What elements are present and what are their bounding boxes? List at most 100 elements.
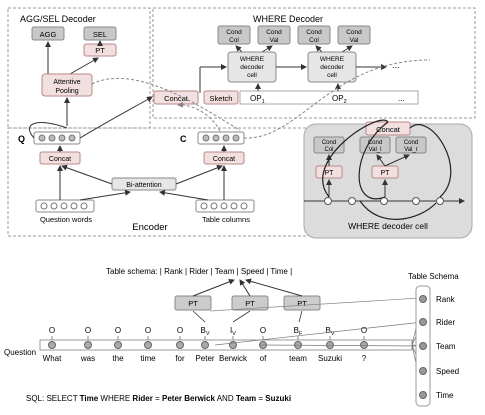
sql-suzuki: Suzuki <box>265 394 291 403</box>
cell-detail-cond-val-a-2: Val_l <box>369 147 382 153</box>
cond-val-1-line1: Cond <box>266 29 282 36</box>
op-dots: ... <box>398 94 405 103</box>
cell-1-line2: decoder <box>240 64 264 71</box>
decoder-concat-box: Concat <box>153 90 199 105</box>
attentive-pooling-line2: Pooling <box>55 88 78 95</box>
q-vector-nodes <box>38 134 76 142</box>
encoder-concat-left: Concat <box>39 151 81 165</box>
schema-column-node <box>419 391 427 399</box>
cond-val-box-1: Cond Val <box>257 25 291 45</box>
encoder-concat-left-label: Concat <box>49 156 71 163</box>
sketch-label: Sketch <box>210 94 233 103</box>
attentive-pooling-box: Attentive Pooling <box>41 73 93 97</box>
bio-tag: O <box>177 326 183 335</box>
sel-box: SEL <box>83 26 117 41</box>
table-column-nodes <box>200 202 248 210</box>
agg-label: AGG <box>40 30 57 39</box>
question-word: Peter <box>195 354 214 363</box>
sql-eq2: = <box>256 394 265 403</box>
cell-detail-cond-col-1: Cond <box>322 140 336 146</box>
question-word: team <box>289 354 307 363</box>
decoder-concat-label: Concat <box>164 94 189 103</box>
encoder-concat-right: Concat <box>203 151 245 165</box>
op2-label: OP2 <box>332 94 347 105</box>
bi-attention-label: Bi-attention <box>126 182 162 189</box>
sel-pt-label: PT <box>95 46 105 55</box>
sql-team: Team <box>236 394 256 403</box>
word-node <box>144 341 152 349</box>
example-pt-3-label: PT <box>297 299 307 308</box>
encoder-panel <box>7 127 309 237</box>
where-decoder-cell-2: WHERE decoder cell <box>307 51 357 83</box>
question-word: Berwick <box>219 354 248 363</box>
c-vector-nodes <box>202 134 240 142</box>
table-columns-label: Table columns <box>202 215 250 224</box>
op-sequence-box <box>239 90 419 105</box>
cell-detail-cond-col: Cond Col <box>313 136 345 154</box>
bio-tag: BV <box>200 326 209 337</box>
where-decoder-ellipsis: ... <box>392 60 400 70</box>
cond-col-box-2: Cond Col <box>297 25 331 45</box>
cond-col-box-1: Cond Col <box>217 25 251 45</box>
word-node <box>360 341 368 349</box>
table-schema-panel-title: Table Schema <box>408 272 459 281</box>
where-decoder-panel <box>152 7 476 119</box>
cell-detail-pt-right-label: PT <box>381 170 391 177</box>
schema-column-node <box>419 342 427 350</box>
sql-where: WHERE <box>98 394 132 403</box>
example-pt-3: PT <box>283 295 321 311</box>
schema-column-node <box>419 367 427 375</box>
cell-detail-pt-right: PT <box>371 165 399 179</box>
sketch-box: Sketch <box>203 90 239 105</box>
sql-time: Time <box>80 394 99 403</box>
word-node <box>326 341 334 349</box>
sql-rider: Rider <box>132 394 152 403</box>
question-word: was <box>80 354 95 363</box>
cell-detail-concat-label: Concat <box>376 125 401 134</box>
cell-detail-concat: Concat <box>365 121 411 136</box>
agg-sel-decoder-title: AGG/SEL Decoder <box>20 14 96 24</box>
cell-detail-cond-val-b-2: Val_r <box>404 147 418 153</box>
table-schema-row: Table schema: | Rank | Rider | Team | Sp… <box>106 267 292 276</box>
example-pt-1: PT <box>174 295 212 311</box>
question-word: for <box>175 354 185 363</box>
word-node <box>176 341 184 349</box>
bio-tag: O <box>49 326 55 335</box>
cond-val-1-line2: Val <box>270 37 279 44</box>
cell-1-line1: WHERE <box>240 56 265 63</box>
sql-prefix: SQL: SELECT <box>26 394 80 403</box>
cond-val-box-2: Cond Val <box>337 25 371 45</box>
question-word: the <box>112 354 124 363</box>
cell-detail-cond-val-a-1: Cond <box>368 140 382 146</box>
cell-detail-cond-col-2: Col <box>324 147 333 153</box>
question-token-strip <box>39 339 413 351</box>
q-label: Q <box>18 134 25 144</box>
where-decoder-cell-1: WHERE decoder cell <box>227 51 277 83</box>
sql-line: SQL: SELECT Time WHERE Rider = Peter Ber… <box>26 394 291 403</box>
op1-label: OP1 <box>250 94 265 105</box>
word-node <box>48 341 56 349</box>
word-node <box>201 341 209 349</box>
where-cell-detail-caption: WHERE decoder cell <box>348 221 428 231</box>
schema-column-label: Rank <box>436 295 456 304</box>
schema-column-node <box>419 318 427 326</box>
cell-detail-pt-left-label: PT <box>325 170 335 177</box>
schema-column-label: Time <box>436 391 454 400</box>
schema-column-label: Team <box>436 342 456 351</box>
cond-col-1-line2: Col <box>229 37 239 44</box>
where-decoder-title: WHERE Decoder <box>253 14 323 24</box>
sel-pt-box: PT <box>83 43 117 57</box>
question-word: ? <box>362 354 367 363</box>
example-pt-1-label: PT <box>188 299 198 308</box>
c-label: C <box>180 134 187 144</box>
cell-detail-cond-val-b: Cond Val_r <box>395 136 427 154</box>
bio-tag: O <box>145 326 151 335</box>
cell-detail-pt-left: PT <box>315 165 343 179</box>
bio-tag: O <box>115 326 121 335</box>
encoder-title: Encoder <box>132 222 167 233</box>
sql-peter: Peter Berwick <box>162 394 215 403</box>
cell-detail-cond-val-b-1: Cond <box>404 140 418 146</box>
encoder-concat-right-label: Concat <box>213 156 235 163</box>
